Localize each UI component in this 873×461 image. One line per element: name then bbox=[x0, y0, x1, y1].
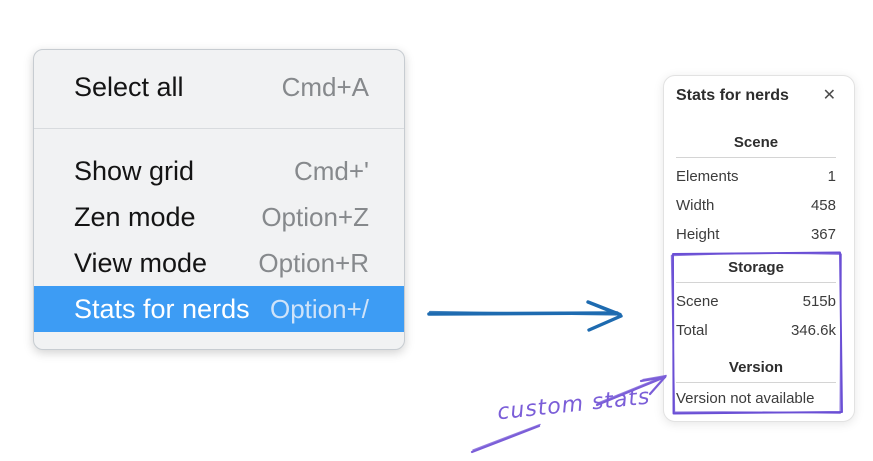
menu-separator bbox=[34, 128, 404, 129]
stat-label: Height bbox=[676, 226, 720, 243]
stat-row-width: Width 458 bbox=[676, 191, 836, 220]
section-heading-scene: Scene bbox=[733, 134, 779, 151]
menu-item-show-grid[interactable]: Show grid Cmd+' bbox=[34, 148, 404, 194]
section-divider bbox=[676, 382, 836, 383]
stat-value: 458 bbox=[810, 197, 836, 214]
menu-item-zen-mode[interactable]: Zen mode Option+Z bbox=[34, 194, 404, 240]
stat-row-elements: Elements 1 bbox=[676, 162, 836, 191]
menu-item-label: Select all bbox=[74, 71, 184, 102]
stats-panel-header: Stats for nerds ✕ bbox=[676, 86, 836, 106]
stat-label: Width bbox=[676, 197, 715, 214]
menu-item-shortcut: Option+R bbox=[258, 247, 369, 278]
stats-panel-title: Stats for nerds bbox=[676, 87, 789, 104]
section-heading-version: Version bbox=[728, 359, 784, 376]
version-note: Version not available bbox=[676, 390, 815, 407]
menu-item-label: View mode bbox=[74, 247, 208, 278]
menu-item-stats-for-nerds[interactable]: Stats for nerds Option+/ bbox=[34, 286, 404, 332]
stat-label: Scene bbox=[676, 293, 719, 310]
menu-item-select-all[interactable]: Select all Cmd+A bbox=[34, 64, 404, 110]
stat-value: 367 bbox=[810, 226, 836, 243]
blue-arrow bbox=[427, 300, 623, 332]
menu-item-shortcut: Option+/ bbox=[269, 293, 369, 324]
section-divider bbox=[676, 157, 836, 158]
stats-panel: Stats for nerds ✕ Scene Elements 1 Width… bbox=[663, 75, 855, 422]
menu-item-label: Zen mode bbox=[74, 201, 196, 232]
stat-label: Total bbox=[676, 322, 708, 339]
stat-row-height: Height 367 bbox=[676, 220, 836, 249]
menu-item-shortcut: Cmd+A bbox=[281, 71, 369, 102]
stat-row-total-storage: Total 346.6k bbox=[676, 316, 836, 345]
menu-item-label: Show grid bbox=[74, 155, 195, 186]
menu-item-shortcut: Cmd+' bbox=[293, 155, 369, 186]
context-menu: Select all Cmd+A Show grid Cmd+' Zen mod… bbox=[33, 49, 405, 350]
section-heading-storage: Storage bbox=[728, 259, 784, 276]
stat-value: 1 bbox=[827, 168, 836, 185]
stat-value: 515b bbox=[802, 293, 836, 310]
menu-item-label: Stats for nerds bbox=[74, 293, 250, 324]
menu-item-view-mode[interactable]: View mode Option+R bbox=[34, 240, 404, 286]
custom-stats-label: custom stats bbox=[496, 384, 652, 426]
close-icon[interactable]: ✕ bbox=[817, 86, 836, 106]
stat-value: 346.6k bbox=[790, 322, 836, 339]
menu-item-shortcut: Option+Z bbox=[261, 201, 369, 232]
stat-label: Elements bbox=[676, 168, 739, 185]
section-divider bbox=[676, 282, 836, 283]
stat-row-scene-storage: Scene 515b bbox=[676, 287, 836, 316]
